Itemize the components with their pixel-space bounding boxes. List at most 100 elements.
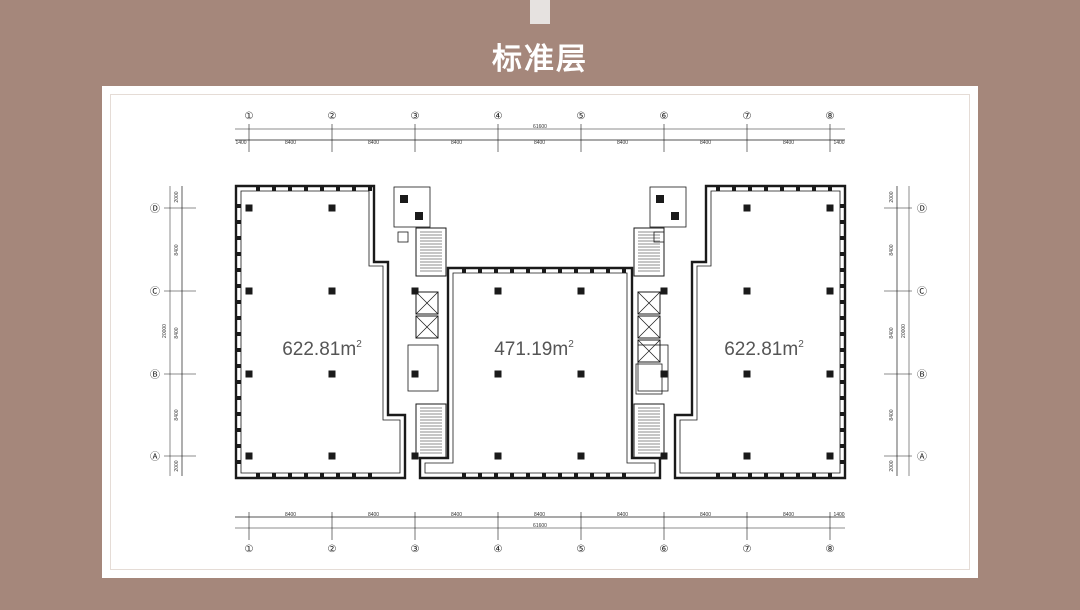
- row-label-left: Ⓐ: [150, 451, 160, 463]
- elevator-shaft: [415, 291, 439, 315]
- bottom-span-dimension-text: 8400: [451, 512, 462, 518]
- right-wing-inner-wall: [679, 190, 841, 474]
- top-span-dimension-text: 8400: [534, 140, 545, 146]
- right-row-span-text: 8400: [889, 409, 895, 420]
- structural-column: [577, 452, 585, 460]
- window-mullion: [272, 186, 276, 191]
- window-mullion: [526, 268, 530, 273]
- window-mullion: [732, 473, 736, 478]
- bottom-span-dimension-text: 8400: [534, 512, 545, 518]
- structural-column: [411, 287, 419, 295]
- window-mullion: [840, 284, 845, 288]
- left-row-end-top: 2000: [174, 191, 180, 202]
- stair-lower: [633, 403, 665, 459]
- window-mullion: [590, 268, 594, 273]
- fixture-icon: [656, 195, 664, 203]
- structural-column: [826, 452, 834, 460]
- right-row-span-text: 8400: [889, 244, 895, 255]
- structural-column: [660, 287, 668, 295]
- bottom-span-dimension-text: 8400: [285, 512, 296, 518]
- window-mullion: [840, 460, 845, 464]
- structural-column: [328, 287, 336, 295]
- window-mullion: [510, 268, 514, 273]
- right-total-depth-text: 20000: [901, 324, 907, 338]
- row-label-right: Ⓓ: [917, 203, 927, 215]
- elevator-cross: [415, 291, 439, 315]
- row-label-right: Ⓐ: [917, 451, 927, 463]
- window-mullion: [558, 268, 562, 273]
- window-mullion: [828, 186, 832, 191]
- window-mullion: [236, 220, 241, 224]
- column-label-bottom: ②: [328, 544, 337, 555]
- bottom-span-dimension-text: 8400: [700, 512, 711, 518]
- elevator-cross: [637, 291, 661, 315]
- window-mullion: [288, 186, 292, 191]
- window-mullion: [304, 473, 308, 478]
- center-zone-area-superscript: 2: [568, 339, 574, 350]
- right-zone-area-label: 622.81m2: [724, 339, 804, 360]
- column-label-top: ⑦: [743, 111, 752, 122]
- structural-column: [743, 204, 751, 212]
- window-mullion: [840, 252, 845, 256]
- row-label-right: Ⓒ: [917, 286, 927, 298]
- left-row-span-text: 8400: [174, 409, 180, 420]
- right-row-end-bottom: 2000: [889, 460, 895, 471]
- top-span-dimension-text: 8400: [285, 140, 296, 146]
- window-mullion: [288, 473, 292, 478]
- window-mullion: [368, 473, 372, 478]
- column-label-bottom: ⑧: [826, 544, 835, 555]
- structural-column: [245, 287, 253, 295]
- left-total-depth-text: 20000: [162, 324, 168, 338]
- top-span-dimension-text: 8400: [700, 140, 711, 146]
- window-mullion: [780, 473, 784, 478]
- window-mullion: [236, 460, 241, 464]
- window-mullion: [236, 268, 241, 272]
- window-mullion: [236, 412, 241, 416]
- window-mullion: [526, 473, 530, 478]
- window-mullion: [812, 473, 816, 478]
- window-mullion: [272, 473, 276, 478]
- elevator-cross: [637, 315, 661, 339]
- fixture-icon: [400, 195, 408, 203]
- window-mullion: [716, 186, 720, 191]
- window-mullion: [840, 348, 845, 352]
- window-mullion: [840, 412, 845, 416]
- window-mullion: [828, 473, 832, 478]
- window-mullion: [236, 284, 241, 288]
- structural-column: [494, 287, 502, 295]
- column-label-bottom: ⑦: [743, 544, 752, 555]
- left-service-core: [393, 186, 447, 459]
- window-mullion: [622, 473, 626, 478]
- window-mullion: [320, 473, 324, 478]
- structural-column: [743, 370, 751, 378]
- window-mullion: [256, 473, 260, 478]
- bottom-total-dimension-text: 61600: [533, 523, 547, 529]
- top-span-dimension-text: 8400: [783, 140, 794, 146]
- window-mullion: [236, 252, 241, 256]
- window-mullion: [780, 186, 784, 191]
- column-label-top: ⑤: [577, 111, 586, 122]
- window-mullion: [840, 268, 845, 272]
- column-label-bottom: ①: [245, 544, 254, 555]
- window-mullion: [510, 473, 514, 478]
- left-zone-area-superscript: 2: [356, 339, 362, 350]
- window-mullion: [606, 268, 610, 273]
- window-mullion: [764, 473, 768, 478]
- utility-room: [407, 344, 439, 392]
- bottom-span-dimension-text: 8400: [617, 512, 628, 518]
- right-row-span-text: 8400: [889, 327, 895, 338]
- column-label-top: ⑧: [826, 111, 835, 122]
- window-mullion: [236, 444, 241, 448]
- structural-column: [245, 370, 253, 378]
- structural-column: [328, 370, 336, 378]
- row-label-left: Ⓒ: [150, 286, 160, 298]
- elevator-shaft: [637, 291, 661, 315]
- building-walls: [234, 184, 847, 480]
- fixture-icon: [671, 212, 679, 220]
- column-label-top: ④: [494, 111, 503, 122]
- column-label-top: ①: [245, 111, 254, 122]
- window-mullion: [236, 364, 241, 368]
- stair-upper: [633, 227, 665, 277]
